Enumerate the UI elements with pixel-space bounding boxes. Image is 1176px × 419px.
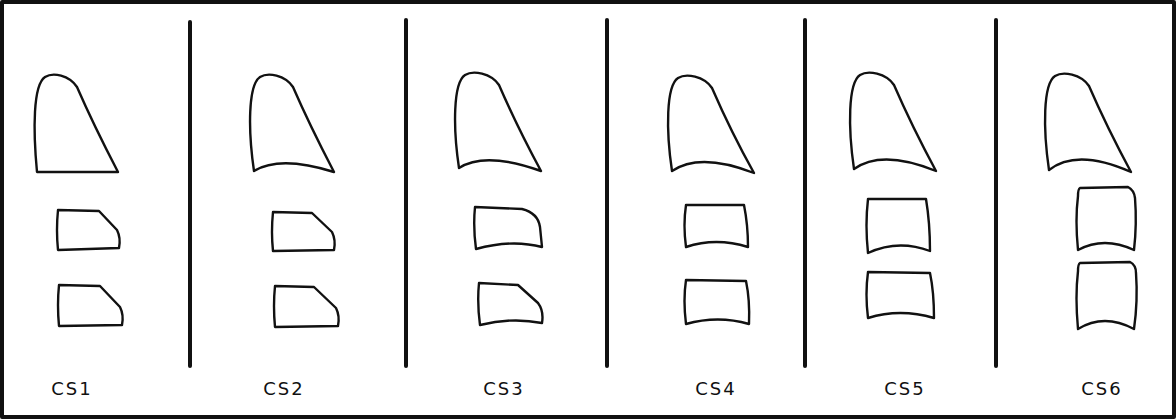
stage-label: CS4 bbox=[695, 380, 736, 398]
c4-vertebra bbox=[867, 272, 935, 318]
c3-vertebra bbox=[867, 199, 931, 253]
c2-vertebra bbox=[668, 76, 754, 173]
c4-vertebra bbox=[685, 280, 750, 324]
c2-vertebra bbox=[850, 73, 936, 171]
c3-vertebra bbox=[685, 205, 749, 247]
c4-vertebra bbox=[1077, 262, 1137, 329]
c3-vertebra bbox=[1077, 187, 1136, 250]
c3-vertebra bbox=[474, 207, 542, 249]
stage-label: CS6 bbox=[1081, 380, 1122, 398]
c4-vertebra bbox=[274, 286, 339, 327]
c2-vertebra bbox=[455, 73, 541, 171]
c4-vertebra bbox=[58, 285, 123, 326]
stage-label: CS1 bbox=[51, 380, 92, 398]
c3-vertebra bbox=[272, 212, 335, 251]
stage-label: CS5 bbox=[884, 380, 925, 398]
stage-label: CS2 bbox=[263, 380, 304, 398]
c4-vertebra bbox=[478, 283, 542, 325]
stage-label: CS3 bbox=[483, 380, 524, 398]
c2-vertebra bbox=[1045, 74, 1131, 172]
panel-dividers bbox=[190, 20, 996, 366]
c3-vertebra bbox=[57, 210, 120, 250]
c2-vertebra bbox=[35, 75, 118, 172]
c2-vertebra bbox=[250, 75, 334, 172]
